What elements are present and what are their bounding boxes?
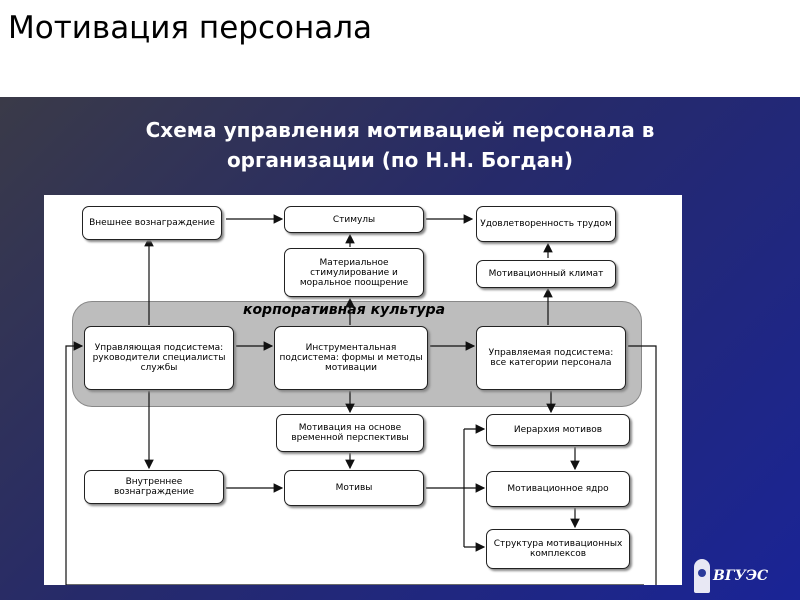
motivational-complexes-box: Структура мотивационных комплексов (486, 529, 630, 569)
internal-reward-box: Внутреннее вознаграждение (84, 470, 224, 504)
logo-emblem-icon (694, 559, 710, 593)
motivational-core-box: Мотивационное ядро (486, 471, 630, 507)
subtitle-line-1: Схема управления мотивацией персонала в (145, 118, 655, 142)
diagram-connectors (65, 214, 657, 585)
external-reward-box: Внешнее вознаграждение (82, 206, 222, 240)
motives-hierarchy-box: Иерархия мотивов (486, 414, 630, 446)
job-satisfaction-box: Удовлетворенность трудом (476, 206, 616, 242)
slide-title: Мотивация персонала (8, 10, 373, 46)
motives-box: Мотивы (284, 470, 424, 506)
material-stimulation-box: Материальное стимулирование и моральное … (284, 248, 424, 297)
feedback-line-right (628, 345, 657, 585)
diagram-subtitle: Схема управления мотивацией персонала в … (60, 115, 740, 175)
stimuli-box: Стимулы (284, 206, 424, 233)
motivation-diagram: корпоративная культура (44, 195, 682, 585)
logo-text: ВГУЭС (713, 568, 769, 584)
managing-subsystem-box: Управляющая подсистема: руководители спе… (84, 326, 234, 390)
university-logo: ВГУЭС (694, 556, 780, 596)
instrumental-subsystem-box: Инструментальная подсистема: формы и мет… (274, 326, 428, 390)
managed-subsystem-box: Управляемая подсистема: все категории пе… (476, 326, 626, 390)
feedback-line-left (65, 341, 84, 585)
time-perspective-motivation-box: Мотивация на основе временной перспектив… (276, 414, 424, 452)
corporate-culture-label: корпоративная культура (242, 302, 446, 318)
motivational-climate-box: Мотивационный климат (476, 260, 616, 288)
subtitle-line-2: организации (по Н.Н. Богдан) (226, 148, 574, 172)
